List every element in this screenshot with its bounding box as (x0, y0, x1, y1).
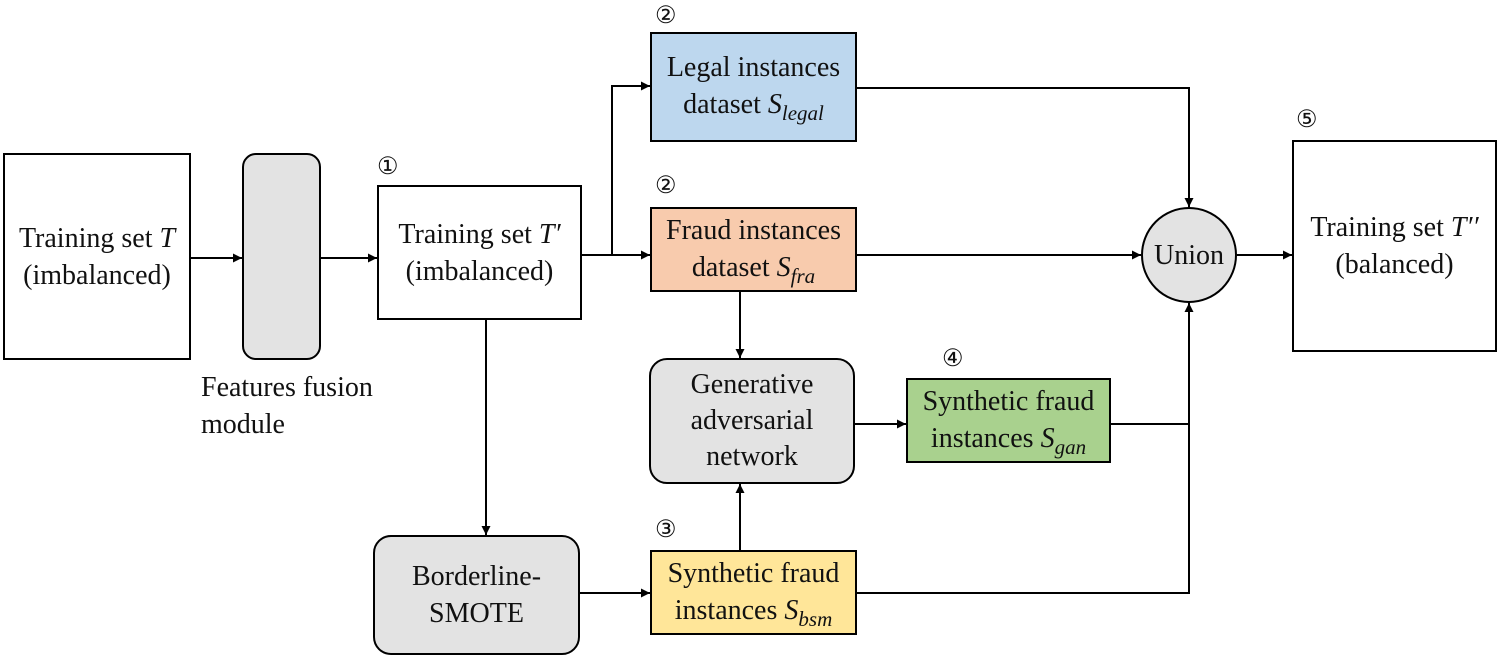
step-5-marker: ⑤ (1296, 107, 1318, 133)
training-set-t-double-prime-label: Training set (1310, 212, 1451, 243)
synthetic-fraud-bsm-subscript: bsm (798, 606, 833, 631)
synthetic-fraud-gan-line2: instances (930, 422, 1041, 454)
gan-box: Generative adversarial network (649, 358, 855, 484)
step-1-marker: ① (377, 154, 399, 180)
arrow-tprime-to-legal (611, 81, 650, 255)
step-2-marker-legal: ② (655, 3, 677, 29)
fraud-instances-line1: Fraud instances (666, 214, 841, 246)
synthetic-fraud-bsm-line2: instances (674, 594, 785, 626)
legal-instances-symbol: S (767, 89, 782, 120)
union-label: Union (1154, 239, 1224, 271)
borderline-smote-line2: SMOTE (429, 598, 524, 629)
gan-line1: Generative (690, 369, 814, 400)
training-set-t-symbol: T (159, 222, 176, 254)
arrow-synbsm-to-union (857, 303, 1194, 594)
synthetic-fraud-gan-symbol: S (1040, 422, 1055, 454)
fraud-instances-symbol: S (776, 251, 791, 283)
synthetic-fraud-bsm-box: Synthetic fraud instances Sbsm (650, 550, 857, 635)
features-fusion-caption: Features fusion module (201, 369, 373, 443)
synthetic-fraud-gan-subscript: gan (1054, 434, 1087, 459)
legal-instances-line1: Legal instances (666, 52, 841, 83)
training-set-t-label: Training set (18, 222, 160, 254)
training-set-t-prime-symbol: T′ (538, 218, 561, 250)
training-set-t-status: (imbalanced) (23, 259, 171, 291)
gan-line2: adversarial (690, 405, 814, 436)
fraud-instances-line2: dataset (691, 251, 777, 283)
legal-instances-subscript: legal (781, 101, 824, 125)
training-set-t-double-prime-box: Training set T′′ (balanced) (1292, 140, 1497, 352)
gan-line3: network (706, 441, 798, 472)
borderline-smote-line1: Borderline- (411, 561, 542, 592)
step-4-marker: ④ (942, 346, 964, 372)
training-set-t-box: Training set T (imbalanced) (3, 153, 191, 360)
fraud-instances-box: Fraud instances dataset Sfra (650, 207, 857, 292)
step-2-marker-fraud: ② (655, 173, 677, 199)
synthetic-fraud-bsm-line1: Synthetic fraud (667, 557, 840, 589)
arrow-legal-to-union (857, 87, 1194, 207)
union-node: Union (1141, 207, 1237, 303)
synthetic-fraud-gan-box: Synthetic fraud instances Sgan (906, 378, 1111, 463)
features-fusion-module-box (242, 153, 321, 360)
training-set-t-prime-box: Training set T′ (imbalanced) (377, 185, 582, 320)
synthetic-fraud-bsm-symbol: S (784, 594, 799, 626)
legal-instances-box: Legal instances dataset Slegal (650, 32, 857, 142)
legal-instances-line2: dataset (683, 89, 768, 120)
training-set-t-prime-label: Training set (398, 218, 539, 250)
fraud-instances-subscript: fra (790, 263, 816, 288)
borderline-smote-box: Borderline- SMOTE (373, 535, 580, 655)
training-set-t-double-prime-symbol: T′′ (1450, 212, 1479, 243)
features-fusion-caption-line1: Features fusion (201, 372, 373, 403)
synthetic-fraud-gan-line1: Synthetic fraud (922, 385, 1095, 417)
step-3-marker: ③ (655, 517, 677, 543)
training-set-t-double-prime-status: (balanced) (1335, 249, 1454, 280)
features-fusion-caption-line2: module (201, 409, 285, 440)
training-set-t-prime-status: (imbalanced) (405, 255, 554, 287)
